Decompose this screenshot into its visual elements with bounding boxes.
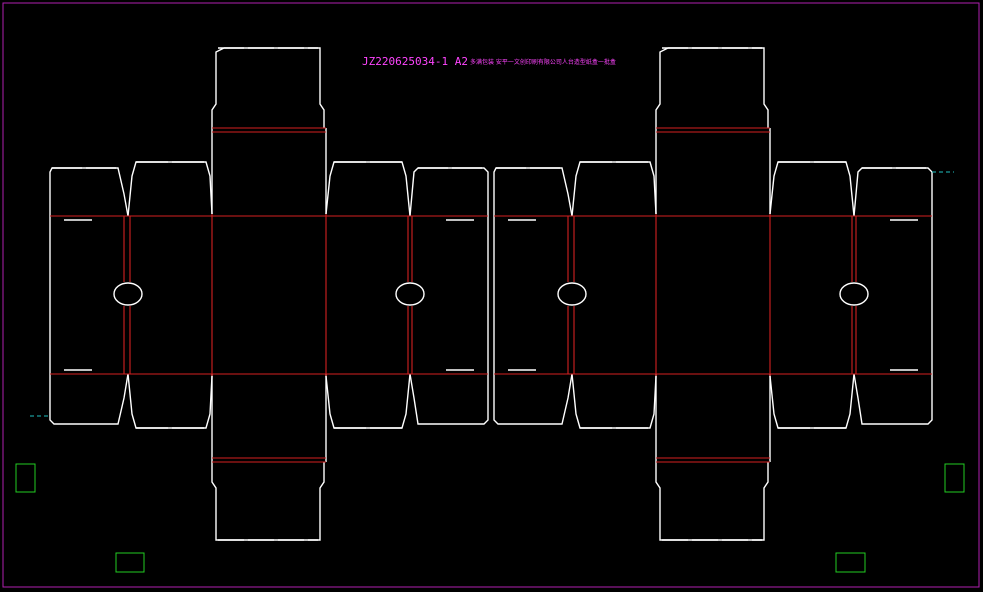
drawing-code: JZ220625034-1 A2 xyxy=(362,55,468,68)
registration-marks xyxy=(15,463,965,573)
box-right-fold-lines xyxy=(494,127,932,463)
drawing-subtitle: 多满包装 安平一文创印刷有限公司人台造型纸盒一批盒 xyxy=(470,58,616,66)
box-right-cut-lines xyxy=(493,47,933,541)
box-blank-right xyxy=(493,47,933,541)
box-left-cut-lines xyxy=(49,47,489,541)
guide-marks xyxy=(30,171,954,417)
box-left-fold-lines xyxy=(50,127,488,463)
box-blank-left xyxy=(49,47,489,541)
